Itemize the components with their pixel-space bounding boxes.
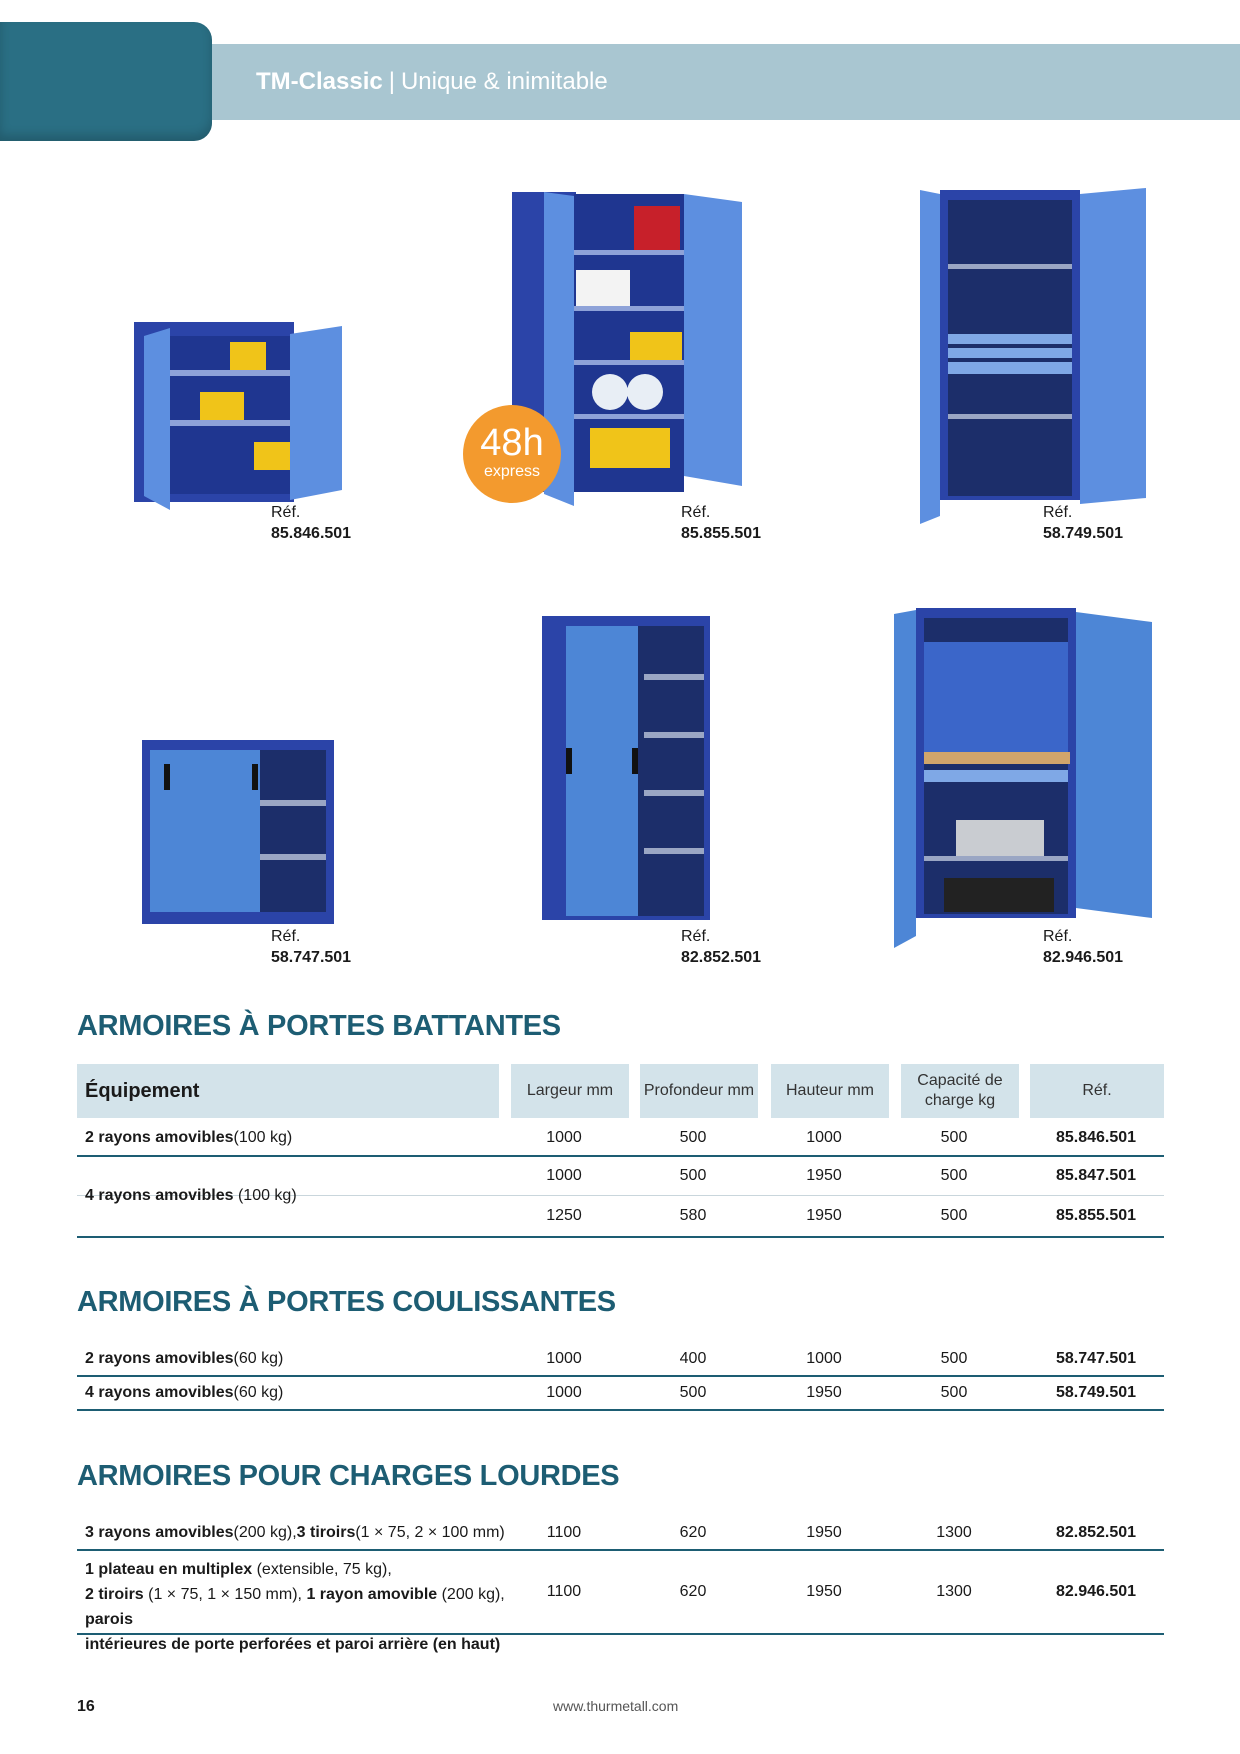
table-battantes: 2 rayons amovibles (100 kg) 1000 500 100… [77, 1120, 1164, 1238]
product-ref: Réf.58.747.501 [271, 928, 352, 966]
ref-cell: 85.847.501 [1055, 1167, 1137, 1184]
product-ref: Réf.85.846.501 [271, 504, 352, 542]
width-cell: 1100 [546, 1523, 582, 1541]
equipment-cell: 1 plateau en multiplex (extensible, 75 k… [85, 1561, 505, 1653]
page-number: 16 [77, 1698, 95, 1715]
table-header: Équipement Largeur mm Profondeur mm Haut… [77, 1064, 1164, 1118]
height-cell: 1000 [806, 1128, 842, 1146]
product-image-58-747-501 [140, 738, 340, 928]
product-ref: Réf.58.749.501 [1043, 504, 1124, 542]
footer-url[interactable]: www.thurmetall.com [553, 1698, 679, 1714]
height-cell: 1950 [806, 1523, 842, 1541]
depth-cell: 580 [679, 1207, 707, 1224]
width-cell: 1000 [546, 1167, 582, 1184]
table-row: 4 rayons amovibles (60 kg) 1000 500 1950… [77, 1377, 1164, 1411]
depth-cell: 620 [679, 1583, 707, 1600]
capacity-cell: 1300 [936, 1523, 972, 1541]
product-image-58-749-501 [910, 186, 1150, 526]
capacity-cell: 500 [940, 1384, 968, 1401]
width-cell: 1000 [546, 1128, 582, 1146]
column-header-height: Hauteur mm [771, 1064, 889, 1118]
ref-cell: 82.852.501 [1055, 1523, 1137, 1541]
ref-cell: 82.946.501 [1055, 1583, 1137, 1600]
equipment-cell: 2 rayons amovibles (100 kg) [85, 1128, 293, 1146]
column-header-ref: Réf. [1030, 1064, 1164, 1118]
depth-cell: 500 [679, 1167, 707, 1184]
table-row: 1000 500 1950 500 85.847.501 [77, 1157, 1164, 1196]
capacity-cell: 500 [940, 1128, 968, 1146]
height-cell: 1950 [806, 1583, 842, 1600]
capacity-cell: 500 [940, 1349, 968, 1367]
column-header-capacity: Capacité de charge kg [901, 1064, 1019, 1118]
product-image-85-846-501 [130, 320, 350, 515]
section-title: ARMOIRES À PORTES COULISSANTES [77, 1286, 616, 1318]
capacity-cell: 1300 [936, 1583, 972, 1600]
equipment-cell: 2 rayons amovibles (60 kg) [85, 1349, 284, 1367]
height-cell: 1950 [806, 1384, 842, 1401]
equipment-cell: 4 rayons amovibles (60 kg) [85, 1384, 284, 1401]
depth-cell: 500 [679, 1384, 707, 1401]
column-header-equipment: Équipement [77, 1064, 499, 1118]
header-tab [0, 22, 212, 141]
table-row: 2 rayons amovibles (60 kg) 1000 400 1000… [77, 1342, 1164, 1377]
product-image-82-852-501 [540, 614, 715, 924]
height-cell: 1000 [806, 1349, 842, 1367]
column-header-depth: Profondeur mm [640, 1064, 758, 1118]
product-ref: Réf.82.946.501 [1043, 928, 1124, 966]
width-cell: 1250 [546, 1207, 582, 1224]
product-ref: Réf.85.855.501 [681, 504, 762, 542]
product-image-82-946-501 [880, 600, 1160, 950]
ref-cell: 58.747.501 [1055, 1349, 1137, 1367]
ref-cell: 58.749.501 [1055, 1384, 1137, 1401]
capacity-cell: 500 [940, 1167, 968, 1184]
merged-equipment-cell: 4 rayons amovibles (100 kg) [85, 1187, 297, 1204]
product-ref: Réf.82.852.501 [681, 928, 762, 966]
table-row: 1 plateau en multiplex (extensible, 75 k… [77, 1551, 1164, 1653]
equipment-cell: 3 rayons amovibles (200 kg), 3 tiroirs (… [85, 1523, 505, 1541]
width-cell: 1000 [546, 1384, 582, 1401]
section-title: ARMOIRES POUR CHARGES LOURDES [77, 1460, 620, 1492]
capacity-cell: 500 [940, 1207, 968, 1224]
table-row: 1250 580 1950 500 85.855.501 [77, 1196, 1164, 1238]
width-cell: 1100 [546, 1583, 582, 1600]
section-title: ARMOIRES À PORTES BATTANTES [77, 1010, 561, 1042]
table-row: 2 rayons amovibles (100 kg) 1000 500 100… [77, 1120, 1164, 1157]
header-title: TM-Classic|Unique & inimitable [256, 68, 608, 95]
depth-cell: 620 [679, 1523, 707, 1541]
depth-cell: 500 [679, 1128, 707, 1146]
table-row: 3 rayons amovibles (200 kg), 3 tiroirs (… [77, 1516, 1164, 1551]
table-charges-lourdes: 3 rayons amovibles (200 kg), 3 tiroirs (… [77, 1516, 1164, 1653]
depth-cell: 400 [679, 1349, 707, 1367]
ref-cell: 85.855.501 [1055, 1207, 1137, 1224]
ref-cell: 85.846.501 [1055, 1128, 1137, 1146]
height-cell: 1950 [806, 1167, 842, 1184]
column-header-width: Largeur mm [511, 1064, 629, 1118]
table-coulissantes: 2 rayons amovibles (60 kg) 1000 400 1000… [77, 1342, 1164, 1411]
height-cell: 1950 [806, 1207, 842, 1224]
width-cell: 1000 [546, 1349, 582, 1367]
